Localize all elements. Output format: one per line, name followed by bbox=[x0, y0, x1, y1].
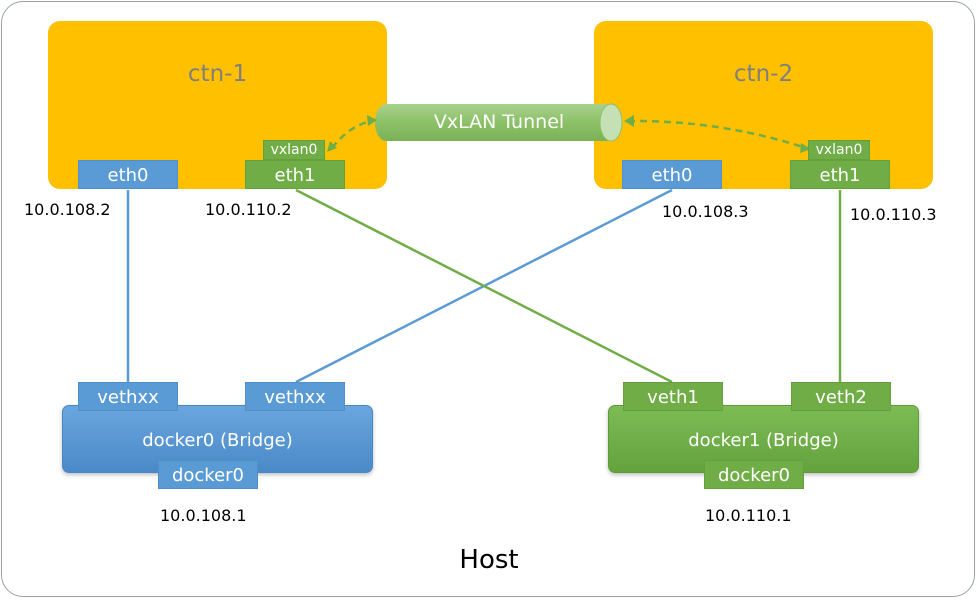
arrowhead bbox=[624, 115, 634, 127]
bridge0-iface-docker0[interactable]: docker0 bbox=[158, 460, 258, 489]
bridge1-ip: 10.0.110.1 bbox=[705, 506, 792, 525]
vxlan-tunnel-end bbox=[599, 103, 623, 142]
vxlan-tunnel-label: VxLAN Tunnel bbox=[433, 111, 565, 133]
ctn1-eth1-ip: 10.0.110.2 bbox=[205, 200, 292, 219]
bridge1-port-veth2[interactable]: veth2 bbox=[791, 382, 891, 411]
bridge0-port-vethxx-right[interactable]: vethxx bbox=[245, 382, 345, 411]
bridge-label: docker1 (Bridge) bbox=[688, 430, 839, 451]
bridge-label: docker0 (Bridge) bbox=[142, 430, 293, 451]
vxlan-arrow-left bbox=[331, 119, 373, 149]
bridge0-port-vethxx-left[interactable]: vethxx bbox=[78, 382, 178, 411]
arrowhead bbox=[800, 143, 811, 153]
arrowhead bbox=[327, 141, 337, 152]
vxlan-arrow-right bbox=[627, 119, 807, 150]
ctn1-eth1[interactable]: eth1 bbox=[245, 160, 345, 189]
ctn2-eth1[interactable]: eth1 bbox=[790, 160, 890, 189]
ctn2-eth0-ip: 10.0.108.3 bbox=[662, 202, 749, 221]
bridge1-port-veth1[interactable]: veth1 bbox=[623, 382, 723, 411]
container-title: ctn-1 bbox=[187, 61, 248, 87]
ctn2-eth0[interactable]: eth0 bbox=[622, 160, 722, 189]
host-label: Host bbox=[459, 545, 519, 575]
bridge-docker0: docker0 (Bridge) bbox=[62, 405, 373, 473]
ctn1-eth0-ip: 10.0.108.2 bbox=[24, 200, 111, 219]
container-title: ctn-2 bbox=[733, 61, 794, 87]
vxlan-tunnel-tube bbox=[375, 104, 622, 141]
arrowhead bbox=[367, 115, 377, 126]
bridge0-ip: 10.0.108.1 bbox=[160, 506, 247, 525]
ctn2-vxlan0[interactable]: vxlan0 bbox=[808, 140, 870, 160]
ctn1-vxlan0[interactable]: vxlan0 bbox=[263, 140, 325, 160]
ctn1-eth0[interactable]: eth0 bbox=[78, 160, 178, 189]
ctn2-eth1-ip: 10.0.110.3 bbox=[850, 205, 937, 224]
bridge1-iface-docker0[interactable]: docker0 bbox=[704, 460, 804, 489]
link-ctn1-eth1-veth1 bbox=[295, 188, 673, 384]
